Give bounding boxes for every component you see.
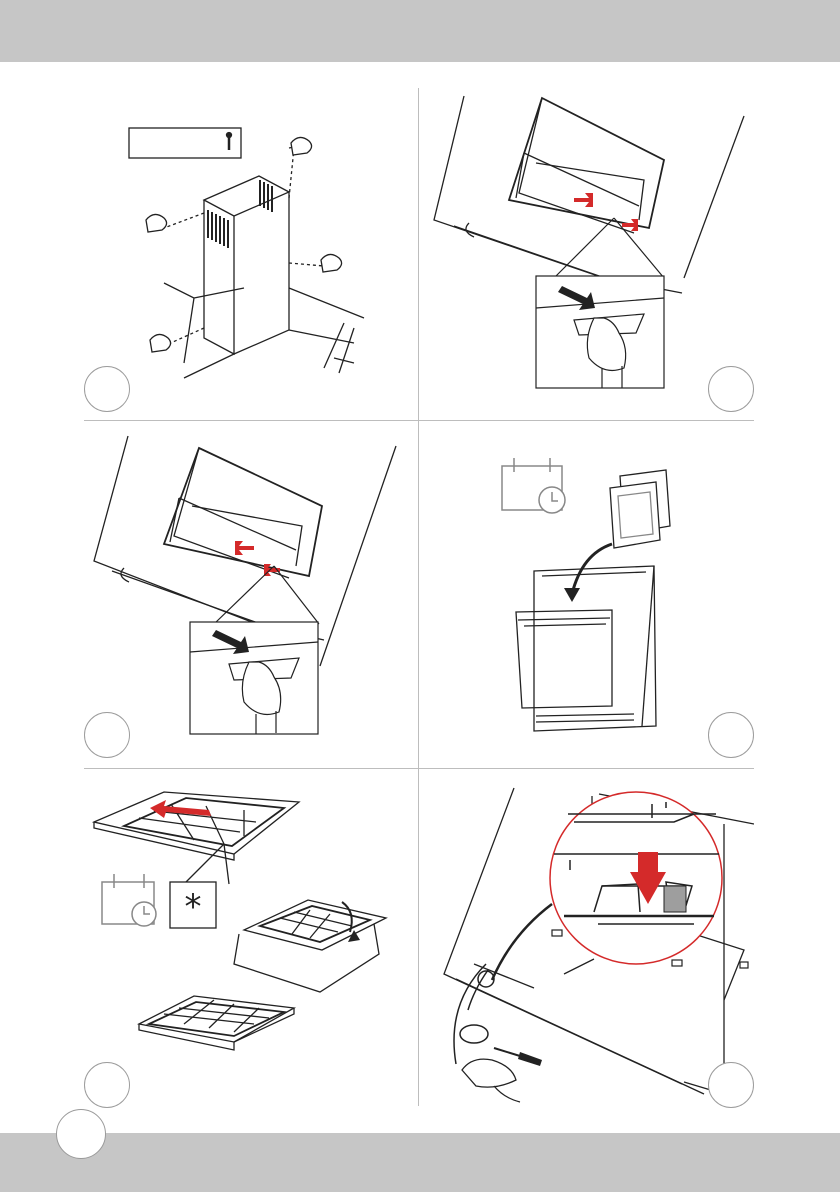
screw-label-box xyxy=(129,128,241,158)
calendar-clock-icon xyxy=(102,874,156,926)
page-number-circle xyxy=(56,1109,106,1159)
calendar-clock-icon xyxy=(502,458,565,513)
panel-grease-filter-release-2 xyxy=(84,426,414,762)
hand-icon xyxy=(462,1059,520,1102)
step-number-circle xyxy=(84,366,130,412)
asterisk-icon: * xyxy=(185,887,202,927)
panel-grease-filter-release-1 xyxy=(424,88,754,416)
chimney-illustration xyxy=(84,88,414,416)
panel-chimney-fixing xyxy=(84,88,414,416)
panel-lamp-replacement xyxy=(424,774,754,1104)
hood-filter-illustration xyxy=(424,88,754,416)
hand-icon xyxy=(146,137,342,352)
header-bar xyxy=(0,0,840,62)
panel-carbon-filter: * xyxy=(84,774,414,1104)
column-divider xyxy=(418,88,419,1106)
carbon-filter-illustration: * xyxy=(84,774,414,1104)
step-number-circle xyxy=(708,1062,754,1108)
row-divider-1 xyxy=(84,420,754,421)
step-number-circle xyxy=(84,712,130,758)
hood-filter-illustration-2 xyxy=(84,426,414,762)
footer-bar xyxy=(0,1133,840,1192)
panel-dishwasher-cleaning xyxy=(424,426,754,762)
step-number-circle xyxy=(708,712,754,758)
step-number-circle xyxy=(84,1062,130,1108)
dishwasher-illustration xyxy=(424,426,754,762)
row-divider-2 xyxy=(84,768,754,769)
step-number-circle xyxy=(708,366,754,412)
lamp-replacement-illustration xyxy=(424,774,754,1104)
